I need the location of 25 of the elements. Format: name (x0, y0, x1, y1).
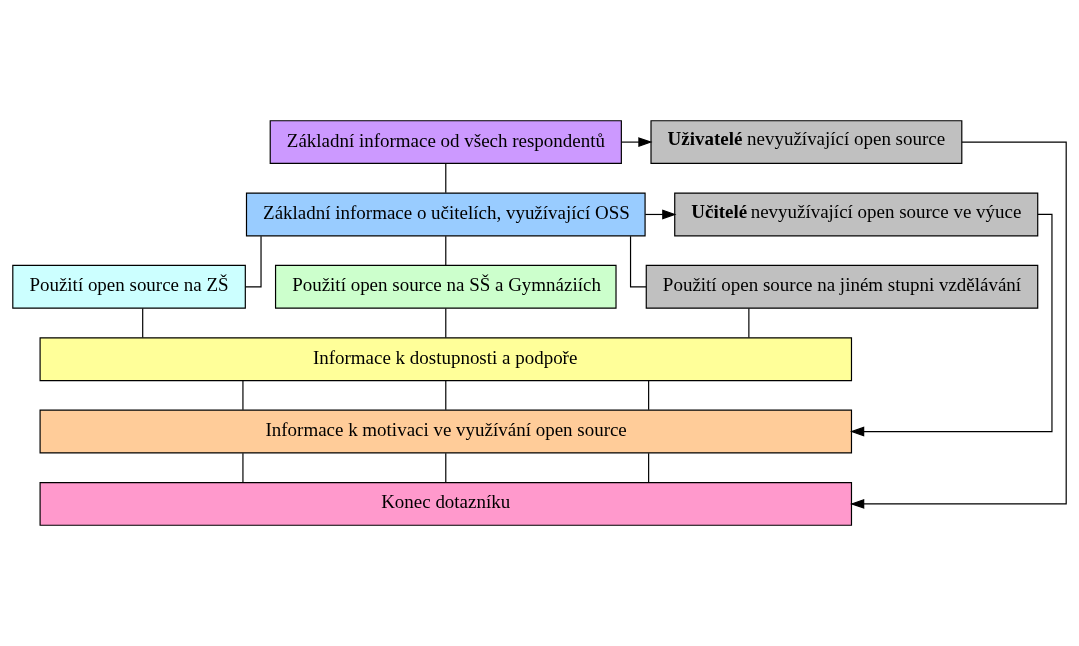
node-box: Základní informace o učitelích, využívající OSS (245, 192, 646, 237)
node-box: Uživatelé nevyužívající open source (650, 120, 963, 165)
arrow (621, 137, 653, 148)
connector (445, 452, 447, 483)
node-box: Konec dotazníku (39, 481, 853, 526)
connector (445, 235, 447, 266)
connector (242, 380, 244, 411)
connector (445, 163, 447, 194)
node-box: Použití open source na jiném stupni vzdělávání (645, 264, 1039, 309)
connector (445, 307, 447, 339)
node-box: Informace k dostupnosti a podpoře (39, 337, 853, 382)
connector (748, 307, 750, 339)
connector (445, 380, 447, 411)
connector (648, 380, 650, 411)
node-box: Základní informace od všech respondentů (269, 120, 622, 165)
connector (648, 452, 650, 483)
connector (142, 307, 144, 339)
connector (629, 235, 647, 288)
node-box: Použití open source na SŠ a Gymnáziích (274, 264, 617, 309)
connector (242, 452, 244, 483)
arrow (850, 141, 1067, 509)
node-box: Použití open source na ZŠ (12, 264, 246, 309)
node-box: Učitelé nevyužívající open source ve výuce (674, 192, 1039, 237)
connector (244, 235, 262, 288)
node-box: Informace k motivaci ve využívání open source (39, 409, 853, 454)
